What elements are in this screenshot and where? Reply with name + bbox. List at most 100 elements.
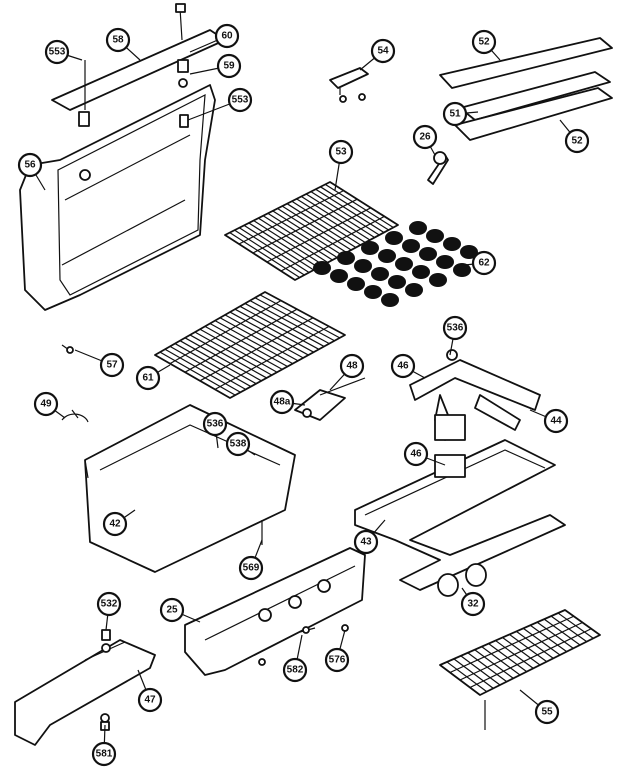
callout-56[interactable]: 56 (17, 152, 43, 178)
briquette-pad (330, 269, 348, 283)
warming-rack[interactable] (439, 37, 613, 141)
callout-label: 536 (207, 419, 224, 430)
briquette-pad (388, 275, 406, 289)
callout-54[interactable]: 54 (370, 38, 396, 64)
callout-42[interactable]: 42 (102, 511, 128, 537)
briquette-pad (412, 265, 430, 279)
callout-25[interactable]: 25 (159, 597, 185, 623)
callout-52b[interactable]: 52 (564, 128, 590, 154)
callout-55[interactable]: 55 (534, 699, 560, 725)
briquette-pad (364, 285, 382, 299)
callout-32[interactable]: 32 (460, 591, 486, 617)
cooking-grid-lower[interactable] (154, 291, 346, 399)
callout-label: 56 (24, 160, 36, 171)
callout-62[interactable]: 62 (471, 250, 497, 276)
callout-576[interactable]: 576 (324, 647, 350, 673)
callout-label: 52 (571, 136, 583, 147)
callout-label: 59 (223, 61, 235, 72)
callout-label: 47 (144, 695, 156, 706)
callout-553a[interactable]: 553 (44, 39, 70, 65)
callout-46a[interactable]: 46 (390, 353, 416, 379)
briquette-pad (460, 245, 478, 259)
callout-label: 55 (541, 707, 553, 718)
callout-label: 54 (377, 46, 389, 57)
lid-hood[interactable] (19, 84, 216, 311)
callout-label: 576 (329, 655, 346, 666)
callout-label: 46 (397, 361, 409, 372)
callout-44[interactable]: 44 (543, 408, 569, 434)
callout-46b[interactable]: 46 (403, 441, 429, 467)
callout-label: 53 (335, 147, 347, 158)
callout-label: 25 (166, 605, 178, 616)
callout-label: 532 (101, 599, 118, 610)
callout-label: 582 (287, 665, 304, 676)
callout-59[interactable]: 59 (216, 53, 242, 79)
briquette-pad (378, 249, 396, 263)
control-panel[interactable] (184, 547, 366, 676)
callout-label: 57 (106, 360, 118, 371)
callout-label: 536 (447, 323, 464, 334)
igniter[interactable] (427, 151, 449, 185)
callout-532[interactable]: 532 (96, 591, 122, 617)
callout-57[interactable]: 57 (99, 352, 125, 378)
callout-label: 51 (449, 109, 461, 120)
handle-screws (78, 59, 189, 181)
callout-label: 43 (360, 537, 372, 548)
briquette-pad (436, 255, 454, 269)
callout-label: 58 (112, 35, 124, 46)
callout-52a[interactable]: 52 (471, 29, 497, 55)
callout-47[interactable]: 47 (137, 687, 163, 713)
callout-538[interactable]: 538 (225, 431, 251, 457)
briquette-pad (419, 247, 437, 261)
panel-fasteners (258, 624, 349, 666)
callout-581[interactable]: 581 (91, 741, 117, 767)
briquette-pad (354, 259, 372, 273)
callout-label: 26 (419, 132, 431, 143)
callout-61[interactable]: 61 (135, 365, 161, 391)
control-knobs[interactable] (437, 563, 487, 597)
callout-58[interactable]: 58 (105, 27, 131, 53)
callout-51[interactable]: 51 (442, 101, 468, 127)
callout-553b[interactable]: 553 (227, 87, 253, 113)
callout-48a[interactable]: 48a (269, 389, 295, 415)
callout-label: 46 (410, 449, 422, 460)
callout-label: 44 (550, 416, 562, 427)
callout-569[interactable]: 569 (238, 555, 264, 581)
briquette-pad (409, 221, 427, 235)
h-burner[interactable] (354, 439, 566, 591)
briquette-pad (381, 293, 399, 307)
callout-49[interactable]: 49 (33, 391, 59, 417)
briquettes[interactable] (313, 221, 495, 307)
callout-60[interactable]: 60 (214, 23, 240, 49)
callout-label: 61 (142, 373, 154, 384)
callout-label: 48a (274, 397, 291, 408)
briquette-pad (361, 241, 379, 255)
bottom-shield[interactable] (14, 639, 156, 746)
screw-57 (61, 344, 74, 354)
callout-536a[interactable]: 536 (442, 315, 468, 341)
callout-label: 581 (96, 749, 113, 760)
burner-manifold[interactable] (409, 349, 541, 441)
callout-48[interactable]: 48 (339, 353, 365, 379)
briquette-pad (313, 261, 331, 275)
valve-bracket[interactable] (294, 377, 366, 421)
callout-label: 32 (467, 599, 479, 610)
cooking-grid-upper[interactable] (224, 181, 399, 281)
bracket[interactable] (329, 67, 369, 103)
callout-26[interactable]: 26 (412, 124, 438, 150)
briquette-pad (443, 237, 461, 251)
callout-label: 48 (346, 361, 358, 372)
firebox[interactable] (84, 404, 296, 573)
callout-582[interactable]: 582 (282, 657, 308, 683)
callout-label: 60 (221, 31, 233, 42)
callout-53[interactable]: 53 (328, 139, 354, 165)
briquette-pad (405, 283, 423, 297)
callout-label: 52 (478, 37, 490, 48)
callout-label: 42 (109, 519, 121, 530)
callout-536b[interactable]: 536 (202, 411, 228, 437)
briquette-pad (426, 229, 444, 243)
briquette-pad (337, 251, 355, 265)
briquette-pad (385, 231, 403, 245)
bottom-rack[interactable] (439, 609, 601, 730)
callout-43[interactable]: 43 (353, 529, 379, 555)
